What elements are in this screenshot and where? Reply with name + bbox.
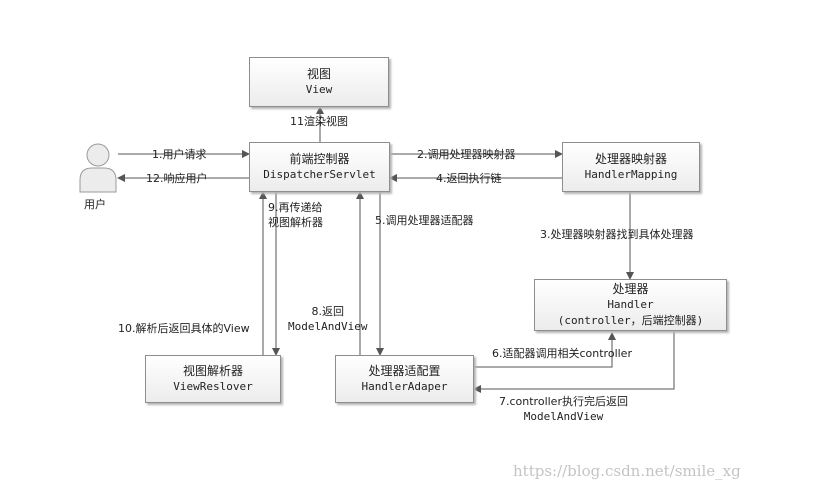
edge-8-line1: 8.返回	[311, 305, 344, 318]
adapter-box: 处理器适配置 HandlerAdaper	[335, 355, 474, 403]
handler-box: 处理器 Handler (controller，后端控制器)	[534, 279, 727, 331]
edge-6-label: 6.适配器调用相关controller	[492, 347, 632, 360]
edge-7-line1: 7.controller执行完后返回	[499, 395, 628, 408]
edge-10-label: 10.解析后返回具体的View	[118, 322, 250, 335]
edge-3-label: 3.处理器映射器找到具体处理器	[540, 228, 694, 241]
edge-6-arrow	[474, 332, 616, 368]
edge-1-label: 1.用户请求	[152, 148, 207, 161]
edge-7-line2: ModelAndView	[523, 410, 604, 423]
edge-4-label: 4.返回执行链	[436, 172, 502, 185]
handler-note: (controller，后端控制器)	[557, 314, 704, 327]
dispatcher-title: 前端控制器	[289, 152, 350, 166]
edge-7-label: 7.controller执行完后返回 ModelAndView	[499, 394, 628, 424]
edge-9-line1: 9.再传递给	[268, 201, 323, 214]
user-icon	[79, 143, 117, 193]
edge-8-line2: ModelAndView	[288, 320, 368, 333]
resolver-subtitle: ViewReslover	[173, 380, 253, 393]
view-box: 视图 View	[249, 57, 389, 107]
view-subtitle: View	[305, 83, 333, 96]
mapping-subtitle: HandlerMapping	[584, 168, 678, 181]
edge-2-label: 2.调用处理器映射器	[417, 148, 516, 161]
user-label: 用户	[84, 198, 106, 211]
edge-12-label: 12.响应用户	[146, 172, 208, 185]
watermark: https://blog.csdn.net/smile_xg	[513, 462, 741, 480]
view-title: 视图	[306, 67, 331, 81]
edge-9-line2: 视图解析器	[268, 216, 323, 229]
dispatcher-subtitle: DispatcherServlet	[263, 168, 376, 181]
handler-title: 处理器	[612, 282, 649, 296]
edge-9-label: 9.再传递给 视图解析器	[268, 200, 323, 230]
adapter-title: 处理器适配置	[368, 364, 441, 378]
handler-subtitle: Handler	[607, 298, 654, 311]
dispatcher-box: 前端控制器 DispatcherServlet	[249, 142, 390, 192]
mapping-box: 处理器映射器 HandlerMapping	[562, 142, 700, 192]
resolver-title: 视图解析器	[182, 364, 243, 378]
edge-5-label: 5.调用处理器适配器	[375, 214, 474, 227]
edge-11-label: 11渲染视图	[290, 115, 348, 128]
adapter-subtitle: HandlerAdaper	[361, 380, 448, 393]
edge-7-arrow	[473, 331, 675, 393]
resolver-box: 视图解析器 ViewReslover	[145, 355, 281, 403]
mapping-title: 处理器映射器	[594, 152, 667, 166]
edge-8-label: 8.返回 ModelAndView	[288, 304, 367, 334]
